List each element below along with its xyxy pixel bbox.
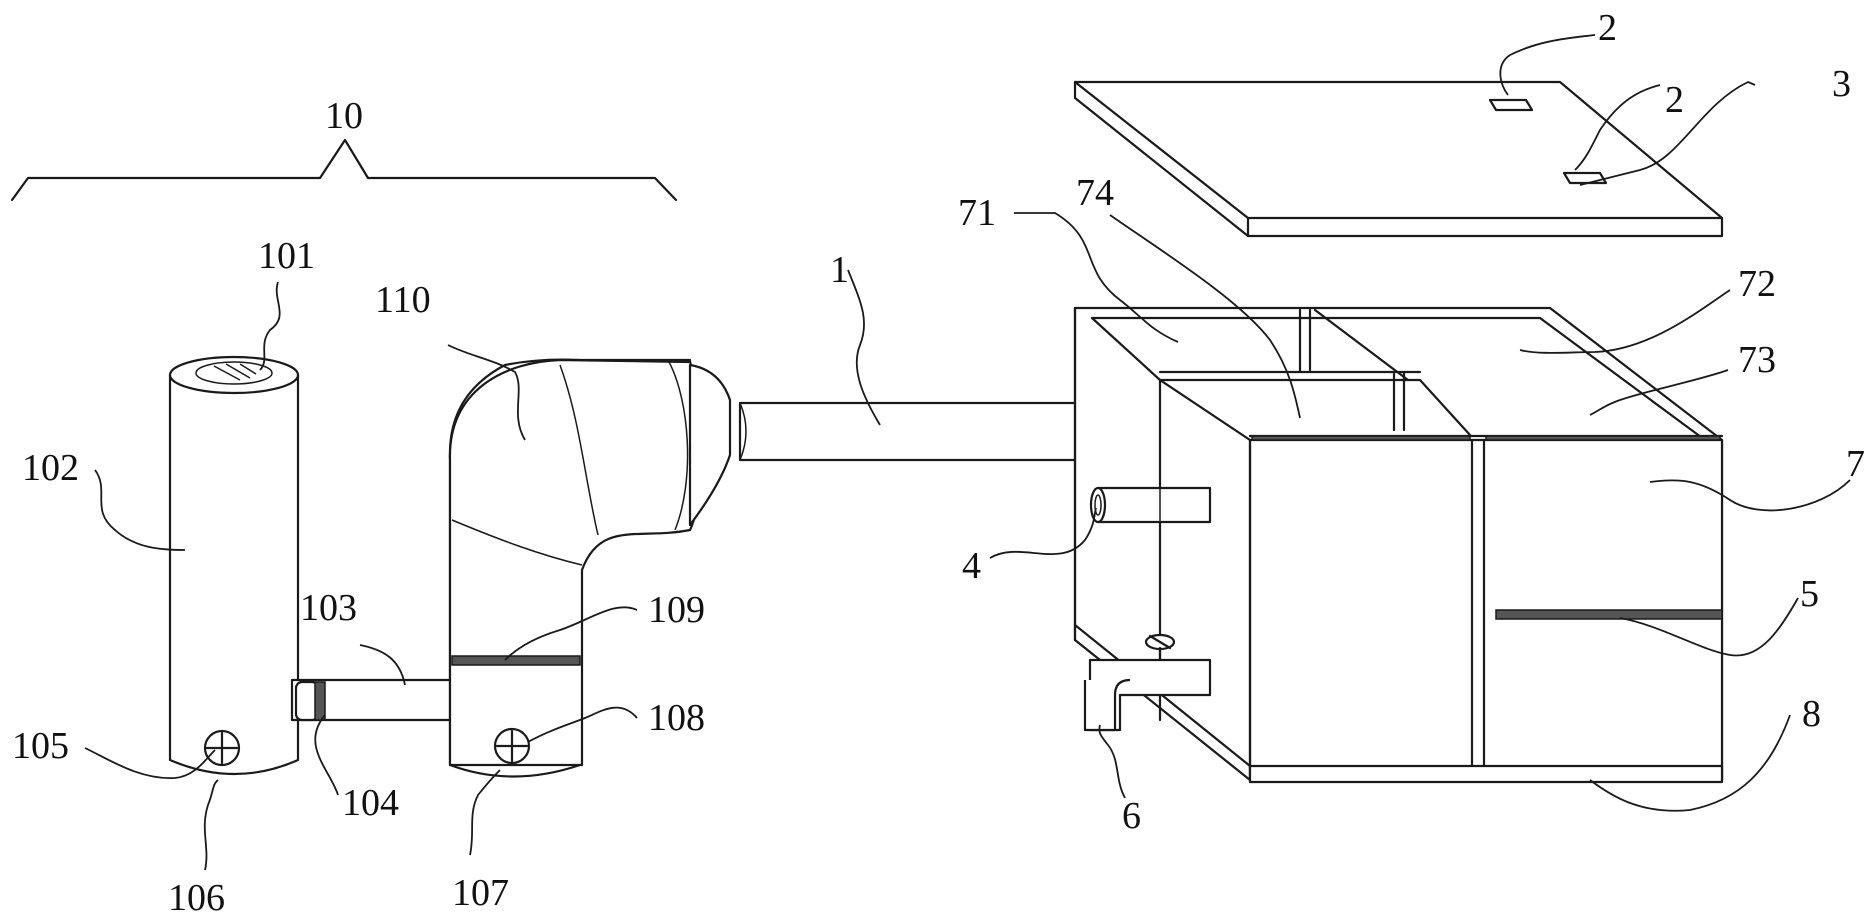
cylinder-102 xyxy=(168,355,300,776)
label-2-top: 2 xyxy=(1598,7,1617,49)
label-71: 71 xyxy=(958,192,996,234)
label-104: 104 xyxy=(342,782,399,824)
label-103: 103 xyxy=(300,587,357,629)
label-107: 107 xyxy=(452,872,509,914)
label-109: 109 xyxy=(648,589,705,631)
elbow-pipe-110 xyxy=(448,358,703,778)
pipe-1 xyxy=(688,363,1101,527)
label-106: 106 xyxy=(168,877,225,919)
label-108: 108 xyxy=(648,697,705,739)
label-101: 101 xyxy=(258,235,315,277)
tank-7 xyxy=(1073,306,1724,784)
connector-103 xyxy=(290,678,454,722)
label-5: 5 xyxy=(1800,573,1819,615)
label-102: 102 xyxy=(22,447,79,489)
assembly-brace xyxy=(10,138,678,202)
label-4: 4 xyxy=(962,545,981,587)
label-6: 6 xyxy=(1122,795,1141,837)
label-3: 3 xyxy=(1832,63,1851,105)
leader-lines xyxy=(84,34,1851,871)
outlet-6 xyxy=(1083,420,1212,732)
label-1: 1 xyxy=(830,249,849,291)
label-74: 74 xyxy=(1076,172,1114,214)
label-2-lower: 2 xyxy=(1665,79,1684,121)
label-105: 105 xyxy=(12,725,69,767)
label-72: 72 xyxy=(1738,263,1776,305)
label-73: 73 xyxy=(1738,339,1776,381)
label-110: 110 xyxy=(375,279,431,321)
label-10: 10 xyxy=(325,95,363,137)
label-7: 7 xyxy=(1846,443,1865,485)
label-8: 8 xyxy=(1802,693,1821,735)
reference-labels: 10 101 102 103 104 105 106 107 108 109 1… xyxy=(12,7,1865,919)
inlet-4 xyxy=(1089,486,1212,524)
lid-3 xyxy=(1073,80,1724,238)
